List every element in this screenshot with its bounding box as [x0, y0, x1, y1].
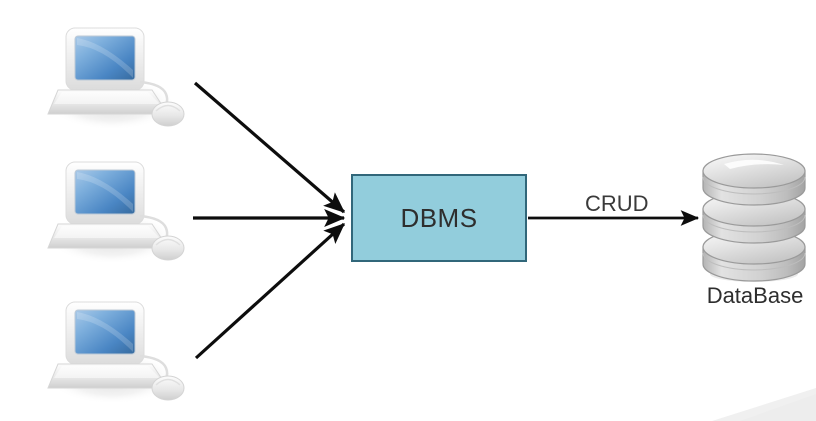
arrow-client-1-to-dbms	[193, 81, 346, 214]
dbms-node[interactable]: DBMS	[351, 174, 527, 262]
arrow-client-3-to-dbms	[194, 222, 346, 360]
database-disc-top	[702, 153, 806, 206]
crud-edge-label: CRUD	[585, 191, 649, 216]
client-computer-3[interactable]	[44, 292, 194, 410]
client-computer-1[interactable]	[44, 18, 194, 136]
client-computer-2[interactable]	[44, 152, 194, 270]
dbms-node-label: DBMS	[400, 202, 478, 233]
database-node-label: DataBase	[706, 283, 804, 308]
database-cylinder-icon[interactable]	[694, 152, 814, 282]
